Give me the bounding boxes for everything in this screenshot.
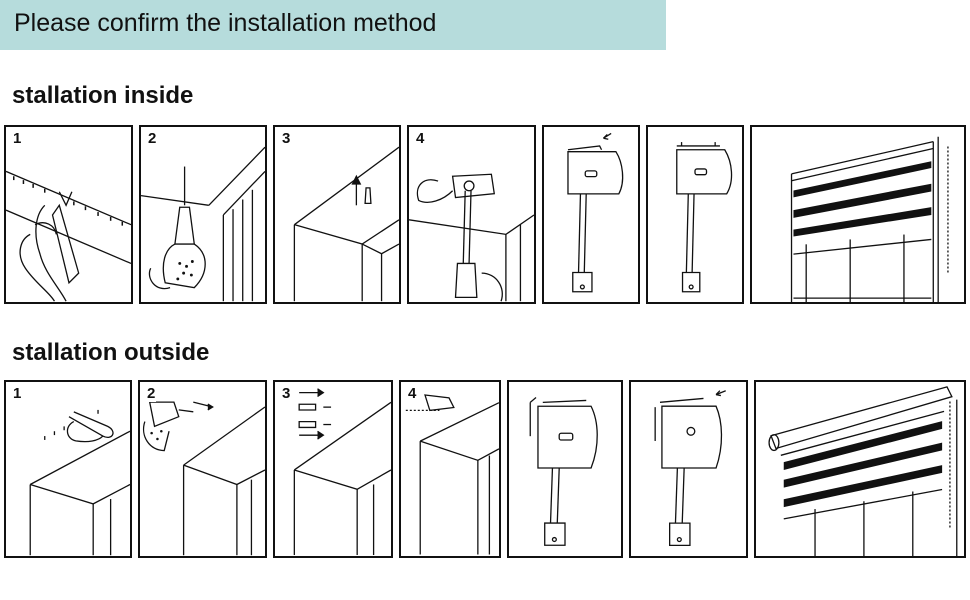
roller-blind-icon <box>752 127 964 302</box>
outside-step-2-panel: 2 <box>138 380 267 558</box>
step-number: 4 <box>407 385 418 402</box>
outside-step-4-panel: 4 <box>399 380 501 558</box>
inside-result-panel <box>750 125 966 304</box>
wall-anchor-icon <box>275 382 391 556</box>
drill-icon <box>140 382 265 556</box>
inside-step-1-panel: 1 <box>4 125 133 304</box>
page-title: Please confirm the installation method <box>14 9 437 37</box>
step-number: 2 <box>147 130 158 147</box>
roller-blind-icon <box>756 382 964 556</box>
bracket-clip-icon <box>509 382 621 556</box>
outside-bracket-panel-a <box>507 380 623 558</box>
inside-bracket-panel-b <box>646 125 744 304</box>
ruler-marking-icon <box>6 127 131 302</box>
inside-step-3-panel: 3 <box>273 125 401 304</box>
bracket-clip-icon <box>631 382 746 556</box>
outside-step-3-panel: 3 <box>273 380 393 558</box>
step-number: 4 <box>415 130 426 147</box>
inside-section-title: stallation inside <box>12 82 194 109</box>
drill-icon <box>141 127 265 302</box>
step-number: 1 <box>12 385 23 402</box>
ruler-marking-icon <box>6 382 130 556</box>
screwdriver-icon <box>409 127 534 302</box>
step-number: 3 <box>281 130 292 147</box>
outside-section-title: stallation outside <box>12 339 210 366</box>
wall-anchor-icon <box>275 127 399 302</box>
outside-step-1-panel: 1 <box>4 380 132 558</box>
bracket-clip-icon <box>648 127 742 302</box>
header-banner: Please confirm the installation method <box>0 0 666 50</box>
step-number: 2 <box>146 385 157 402</box>
step-number: 1 <box>12 130 23 147</box>
outside-result-panel <box>754 380 966 558</box>
bracket-clip-icon <box>544 127 638 302</box>
inside-step-2-panel: 2 <box>139 125 267 304</box>
inside-step-4-panel: 4 <box>407 125 536 304</box>
step-number: 3 <box>281 385 292 402</box>
screwdriver-icon <box>401 382 499 556</box>
inside-bracket-panel-a <box>542 125 640 304</box>
outside-bracket-panel-b <box>629 380 748 558</box>
